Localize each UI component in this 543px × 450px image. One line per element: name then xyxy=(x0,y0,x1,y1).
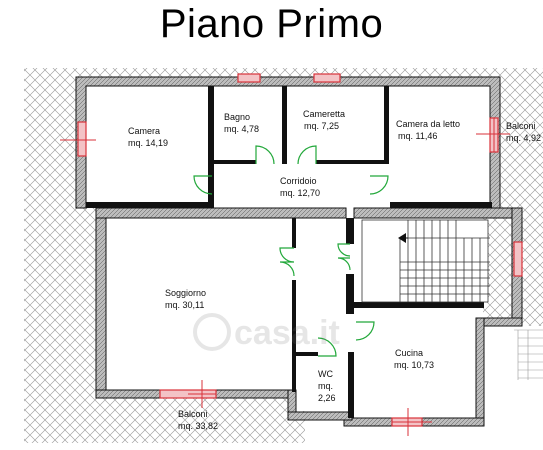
door-soggiorno xyxy=(279,247,295,277)
label-camera-letto-area: mq. 11,46 xyxy=(398,131,437,141)
page-title: Piano Primo xyxy=(159,2,384,46)
staircase xyxy=(361,219,490,303)
label-cucina-area: mq. 10,73 xyxy=(394,360,434,370)
label-soggiorno-area: mq. 30,11 xyxy=(165,300,204,310)
window-camera xyxy=(77,121,87,157)
watermark: casa.it xyxy=(193,313,340,352)
label-balconi-bottom-name: Balconi xyxy=(178,409,208,419)
door-cucina xyxy=(355,321,375,341)
label-soggiorno-name: Soggiorno xyxy=(165,288,206,298)
door-bagno xyxy=(255,145,275,165)
door-camera-letto xyxy=(369,175,389,195)
doors xyxy=(193,145,389,357)
label-wc-name: WC xyxy=(318,369,333,379)
label-bagno-area: mq. 4,78 xyxy=(224,124,259,134)
door-cameretta xyxy=(297,145,317,165)
watermark-logo-icon xyxy=(193,313,231,351)
room-labels: Camera mq. 14,19 Bagno mq. 4,78 Camerett… xyxy=(128,109,541,431)
label-cameretta-name: Cameretta xyxy=(303,109,345,119)
label-cameretta-area: mq. 7,25 xyxy=(304,121,339,131)
label-balconi-right-name: Balconi xyxy=(506,121,536,131)
label-wc-area-2: 2,26 xyxy=(318,393,336,403)
label-wc-area-1: mq. xyxy=(318,381,333,391)
stair-arrow-icon xyxy=(398,233,406,243)
door-camera xyxy=(193,175,213,195)
label-balconi-bottom-area: mq. 33,82 xyxy=(178,421,218,431)
watermark-text: casa.it xyxy=(234,314,340,352)
window-stairs xyxy=(513,241,523,277)
label-camera-letto-name: Camera da letto xyxy=(396,119,460,129)
label-cucina-name: Cucina xyxy=(395,348,423,358)
window-bagno xyxy=(237,73,261,83)
label-camera-area: mq. 14,19 xyxy=(128,138,168,148)
room-floors xyxy=(86,86,493,416)
label-camera-name: Camera xyxy=(128,126,160,136)
balcony-bottom xyxy=(76,392,296,443)
label-bagno-name: Bagno xyxy=(224,112,250,122)
label-balconi-right-area: mq. 4,92 xyxy=(506,133,541,143)
door-stairs xyxy=(337,243,351,271)
window-cameretta xyxy=(313,73,341,83)
label-corridoio-area: mq. 12,70 xyxy=(280,188,320,198)
door-wc xyxy=(317,337,337,357)
label-corridoio-name: Corridoio xyxy=(280,176,317,186)
exterior-stairs xyxy=(514,329,543,380)
balcony-right xyxy=(499,68,543,198)
